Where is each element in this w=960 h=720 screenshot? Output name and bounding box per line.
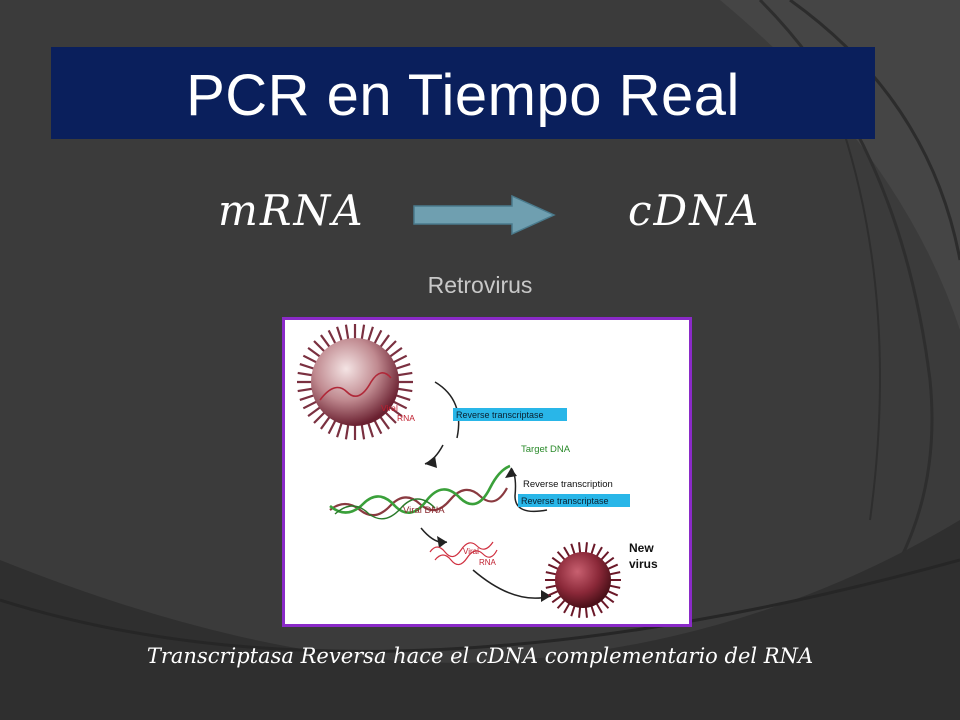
large-virus-icon: Viral RNA [297,324,415,440]
cdna-label: cDNA [628,186,761,235]
rt-top-label: Reverse transcriptase [456,410,544,420]
slide-title: PCR en Tiempo Real [186,62,740,128]
reverse-transcription-label: Reverse transcription [523,479,613,490]
reverse-transcription-diagram: Viral RNA Reverse transcriptase Target D… [297,324,658,618]
dna-helix-icon [329,464,511,520]
retrovirus-subtitle: Retrovirus [427,272,533,298]
viral-rna-bottom-label-1: Viral [463,547,479,556]
arrow-path-1 [434,381,460,439]
arrow-path-5 [472,569,552,599]
title-banner: PCR en Tiempo Real [51,47,875,139]
new-virus-icon [545,542,621,618]
viral-rna-strands [429,541,498,566]
rt-top-box [453,408,567,421]
right-arrow-icon [413,194,556,236]
caption-text: Transcriptasa Reversa hace el cDNA compl… [146,644,814,668]
retrovirus-figure: Viral RNA Reverse transcriptase Target D… [282,317,692,627]
target-dna-label: Target DNA [521,444,571,455]
rt-mid-label: Reverse transcriptase [521,496,609,506]
viral-rna-top-label-2: RNA [397,413,415,423]
new-virus-label-1: New [629,541,654,555]
viral-rna-bottom-label-2: RNA [479,558,497,567]
viral-dna-label: Viral DNA [403,505,445,516]
new-virus-label-2: virus [629,557,658,571]
rt-mid-box [518,494,630,507]
viral-rna-top-label-1: Viral [381,403,398,413]
mrna-label: mRNA [218,186,365,235]
